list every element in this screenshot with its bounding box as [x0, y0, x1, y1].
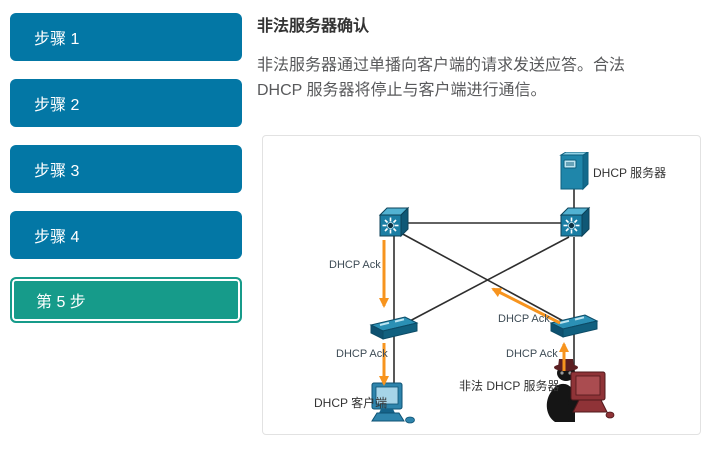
page-title: 非法服务器确认	[257, 18, 370, 35]
content-panel: 非法服务器确认 非法服务器通过单播向客户端的请求发送应答。合法 DHCP 服务器…	[257, 0, 712, 104]
multilayer-switch-icon-upper-right	[556, 206, 592, 240]
page-description: 非法服务器通过单播向客户端的请求发送应答。合法 DHCP 服务器将停止与客户端进…	[257, 57, 626, 99]
topology-links	[393, 186, 575, 396]
step-button-4[interactable]: 步骤 4	[10, 211, 242, 259]
step-list: 步骤 1 步骤 2 步骤 3 步骤 4 第 5 步	[10, 13, 242, 341]
label-dhcp-ack-3: DHCP Ack	[498, 313, 550, 325]
step-button-2[interactable]: 步骤 2	[10, 79, 242, 127]
label-dhcp-ack-4: DHCP Ack	[506, 348, 558, 360]
step-button-1[interactable]: 步骤 1	[10, 13, 242, 61]
step-button-5-selected[interactable]: 第 5 步	[10, 277, 242, 323]
network-diagram: DHCP 服务器 DHCP Ack DHCP Ack DHCP Ack DHCP…	[262, 135, 701, 435]
lan-switch-icon-lower-right	[549, 312, 599, 338]
label-rogue-dhcp-server: 非法 DHCP 服务器	[459, 379, 560, 393]
rogue-server-spy-icon	[541, 358, 615, 424]
lan-switch-icon-lower-left	[369, 314, 419, 340]
multilayer-switch-icon-upper-left	[375, 206, 411, 240]
client-pc-icon	[369, 382, 417, 424]
step-button-3[interactable]: 步骤 3	[10, 145, 242, 193]
label-dhcp-server: DHCP 服务器	[593, 166, 667, 180]
dhcp-server-icon	[559, 151, 590, 192]
label-dhcp-ack-2: DHCP Ack	[336, 348, 388, 360]
label-dhcp-client: DHCP 客户端	[314, 396, 388, 410]
label-dhcp-ack-1: DHCP Ack	[329, 259, 381, 271]
